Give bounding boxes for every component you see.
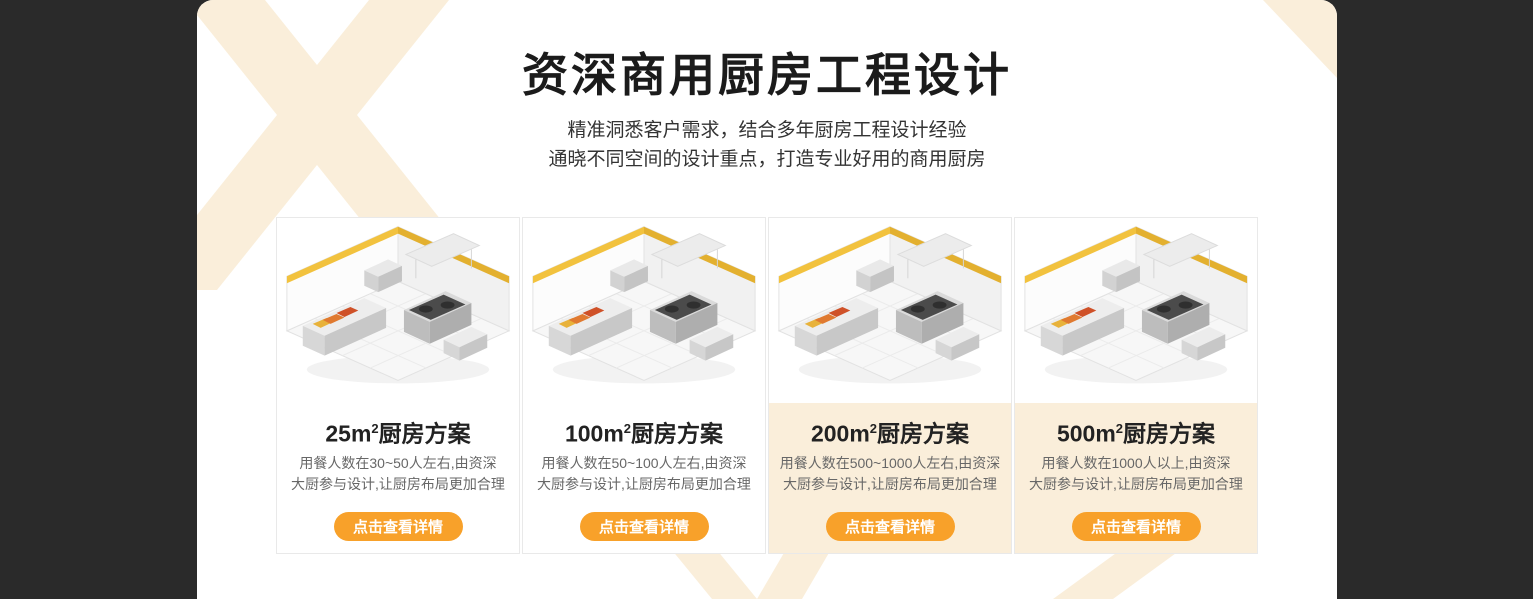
card-description-line-1: 用餐人数在30~50人左右,由资深 (299, 455, 497, 472)
card-description-line-2: 大厨参与设计,让厨房布局更加合理 (291, 476, 505, 493)
kitchen-render-image (523, 217, 765, 403)
kitchen-render-image (1015, 217, 1257, 403)
card-description: 用餐人数在50~100人左右,由资深 大厨参与设计,让厨房布局更加合理 (537, 453, 751, 495)
card-description: 用餐人数在1000人以上,由资深 大厨参与设计,让厨房布局更加合理 (1029, 453, 1243, 495)
card-description: 用餐人数在500~1000人左右,由资深 大厨参与设计,让厨房布局更加合理 (780, 453, 1001, 495)
subtitle-line-1: 精准洞悉客户需求，结合多年厨房工程设计经验 (567, 119, 967, 141)
plan-card-25sqm: 25m2厨房方案 用餐人数在30~50人左右,由资深 大厨参与设计,让厨房布局更… (276, 216, 520, 554)
content-panel: 资深商用厨房工程设计 精准洞悉客户需求，结合多年厨房工程设计经验 通晓不同空间的… (197, 0, 1337, 599)
card-title: 200m2厨房方案 (810, 416, 970, 447)
kitchen-render-image (769, 217, 1011, 403)
card-description-line-1: 用餐人数在1000人以上,由资深 (1041, 455, 1231, 472)
card-title-area: 25m (325, 420, 372, 447)
card-title: 25m2厨房方案 (325, 416, 471, 447)
card-title-sup: 2 (371, 420, 379, 436)
card-title-area: 500m (1056, 420, 1116, 447)
card-description-line-1: 用餐人数在500~1000人左右,由资深 (779, 455, 1001, 472)
view-details-button[interactable]: 点击查看详情 (1071, 511, 1201, 541)
card-title: 100m2厨房方案 (564, 416, 724, 447)
card-title-suffix: 厨房方案 (631, 420, 724, 447)
card-description-line-2: 大厨参与设计,让厨房布局更加合理 (1029, 476, 1243, 493)
card-title-area: 100m (564, 420, 624, 447)
card-title: 500m2厨房方案 (1056, 416, 1216, 447)
plan-cards: 25m2厨房方案 用餐人数在30~50人左右,由资深 大厨参与设计,让厨房布局更… (197, 216, 1337, 554)
card-description-line-2: 大厨参与设计,让厨房布局更加合理 (537, 476, 751, 493)
card-description-line-1: 用餐人数在50~100人左右,由资深 (541, 455, 747, 472)
subtitle-line-2: 通晓不同空间的设计重点，打造专业好用的商用厨房 (548, 148, 986, 170)
card-description-line-2: 大厨参与设计,让厨房布局更加合理 (783, 476, 997, 493)
card-title-suffix: 厨房方案 (877, 420, 970, 447)
view-details-button[interactable]: 点击查看详情 (825, 511, 955, 541)
card-description: 用餐人数在30~50人左右,由资深 大厨参与设计,让厨房布局更加合理 (291, 453, 505, 495)
plan-card-100sqm: 100m2厨房方案 用餐人数在50~100人左右,由资深 大厨参与设计,让厨房布… (522, 216, 766, 554)
view-details-button[interactable]: 点击查看详情 (579, 511, 709, 541)
plan-card-200sqm: 200m2厨房方案 用餐人数在500~1000人左右,由资深 大厨参与设计,让厨… (768, 216, 1012, 554)
card-title-area: 200m (810, 420, 870, 447)
kitchen-render-image (277, 217, 519, 403)
card-title-sup: 2 (623, 420, 632, 436)
plan-card-500sqm: 500m2厨房方案 用餐人数在1000人以上,由资深 大厨参与设计,让厨房布局更… (1014, 216, 1258, 554)
card-title-sup: 2 (1115, 420, 1124, 436)
card-title-suffix: 厨房方案 (1123, 420, 1216, 447)
page-subtitle: 精准洞悉客户需求，结合多年厨房工程设计经验 通晓不同空间的设计重点，打造专业好用… (197, 116, 1337, 174)
page-title: 资深商用厨房工程设计 (522, 49, 1012, 101)
card-title-sup: 2 (869, 420, 878, 436)
card-title-suffix: 厨房方案 (378, 420, 471, 447)
view-details-button[interactable]: 点击查看详情 (333, 511, 463, 541)
